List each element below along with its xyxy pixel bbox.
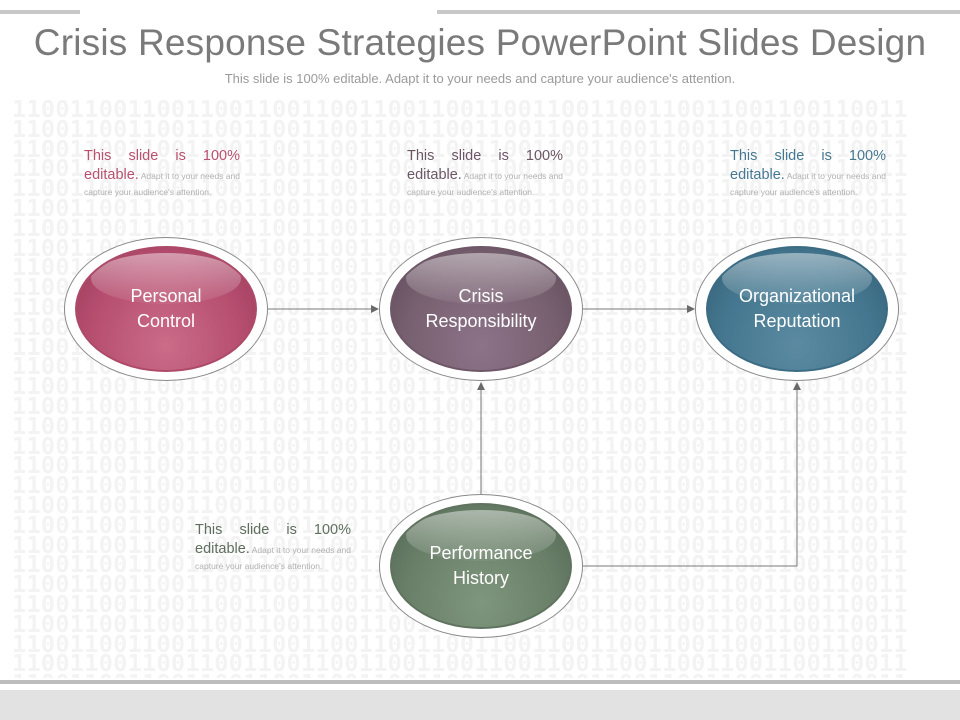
description-rest: Adapt it to your needs and capture your …	[407, 171, 563, 197]
description-lead: This slide is 100% editable.	[407, 148, 563, 183]
gloss-highlight	[91, 252, 241, 305]
arrow-performance-to-organizational	[581, 382, 801, 567]
top-rule-left	[0, 10, 80, 14]
description-organizational-reputation: This slide is 100% editable. Adapt it to…	[730, 147, 886, 199]
description-rest: Adapt it to your needs and capture your …	[730, 171, 886, 197]
gloss-highlight	[406, 252, 556, 305]
description-lead: This slide is 100% editable.	[730, 148, 886, 183]
footer-band	[0, 690, 960, 720]
gloss-highlight	[722, 252, 872, 305]
description-lead: This slide is 100% editable.	[84, 148, 240, 183]
description-personal-control: This slide is 100% editable. Adapt it to…	[84, 147, 240, 199]
description-rest: Adapt it to your needs and capture your …	[195, 545, 351, 571]
description-rest: Adapt it to your needs and capture your …	[84, 171, 240, 197]
description-lead: This slide is 100% editable.	[195, 522, 351, 557]
gloss-highlight	[406, 509, 556, 562]
slide-subtitle: This slide is 100% editable. Adapt it to…	[224, 71, 736, 86]
description-performance-history: This slide is 100% editable. Adapt it to…	[195, 521, 351, 573]
bottom-rule	[0, 680, 960, 684]
slide-title: Crisis Response Strategies PowerPoint Sl…	[33, 22, 927, 63]
top-rule-right	[437, 10, 960, 14]
description-crisis-responsibility: This slide is 100% editable. Adapt it to…	[407, 147, 563, 199]
